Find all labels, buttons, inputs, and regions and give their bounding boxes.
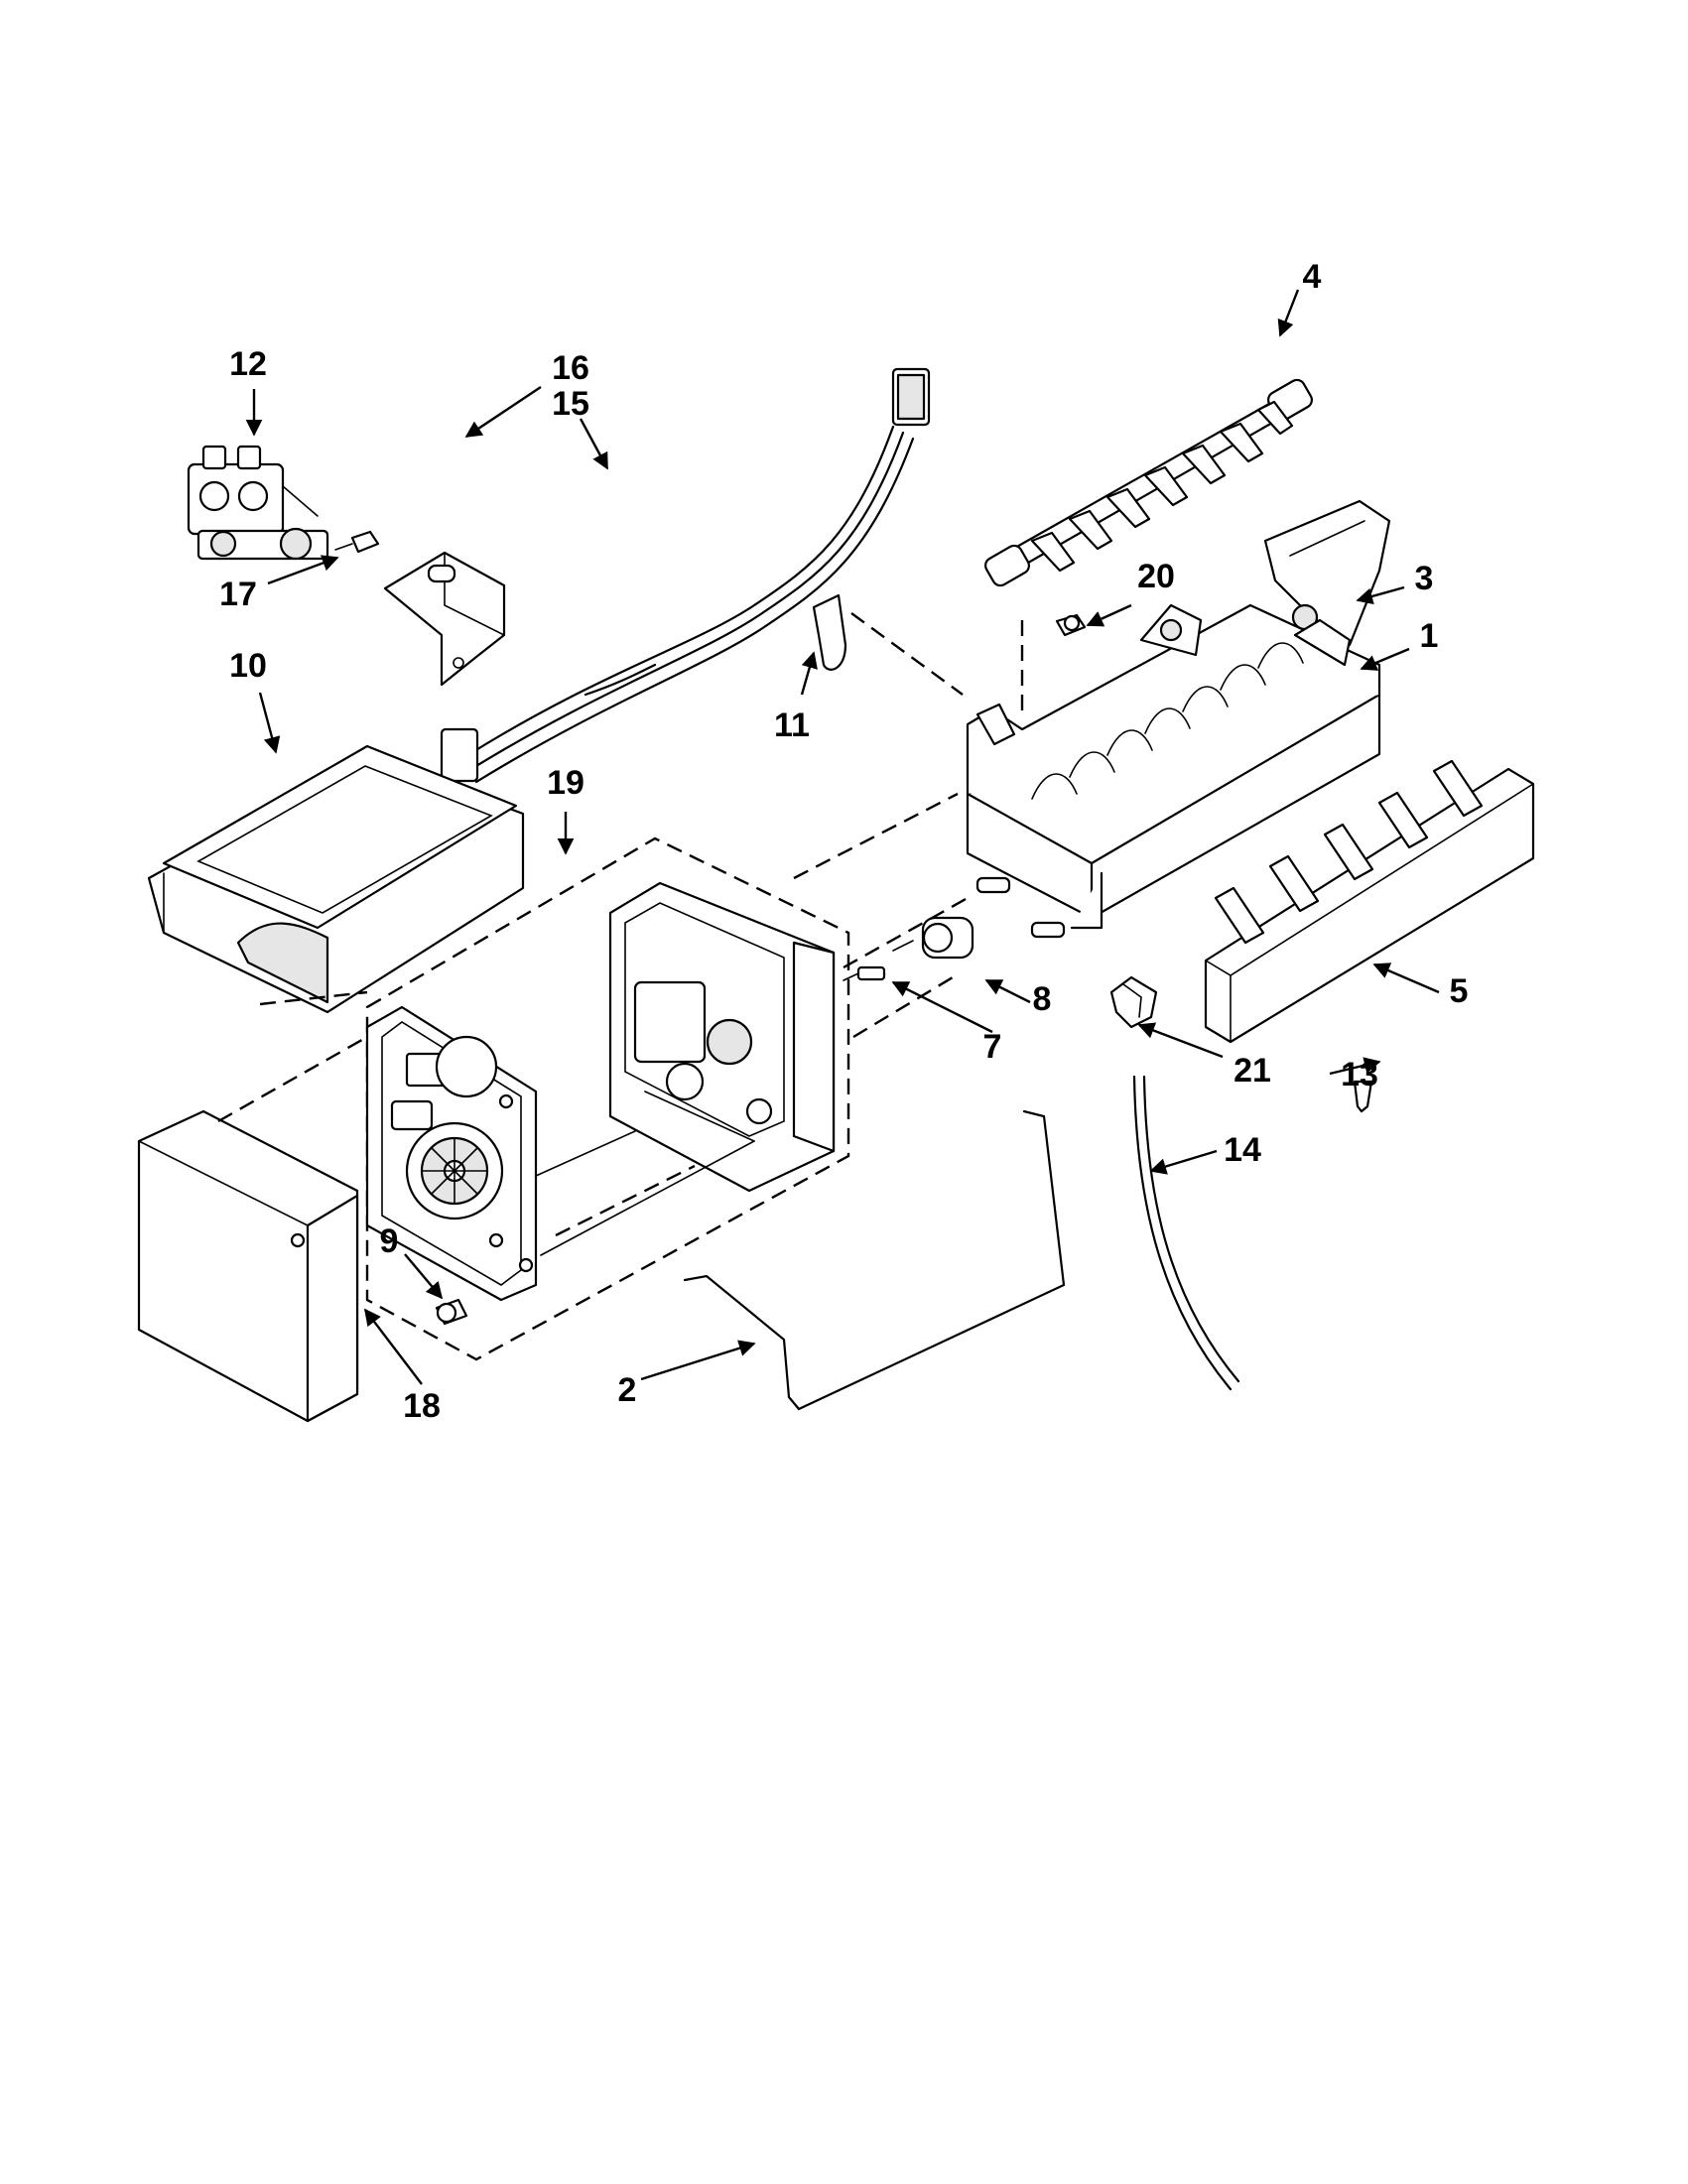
callout-7: 7 [983, 1028, 1002, 1066]
fuse-pin [843, 965, 886, 981]
callout-21: 21 [1234, 1052, 1271, 1090]
harness-clip [812, 593, 847, 671]
module-front-cover [137, 1109, 359, 1423]
leader-arrows [245, 289, 1440, 1385]
callout-11: 11 [774, 707, 810, 744]
wire-harness-bracket [383, 551, 506, 687]
mold-screw [1055, 613, 1087, 637]
ejector-shaft [984, 378, 1313, 587]
callout-16: 16 [552, 349, 589, 387]
alignment-lines [217, 612, 1024, 1237]
ice-bucket [147, 744, 525, 1014]
callout-labels: 1 2 3 4 5 7 8 9 10 11 12 13 14 15 16 17 … [219, 258, 1468, 1425]
callout-9: 9 [380, 1222, 399, 1260]
callout-20: 20 [1137, 558, 1175, 595]
ice-stripper [1204, 759, 1535, 1044]
mount-rod [540, 1140, 755, 1256]
fill-cup-plug [1353, 1080, 1373, 1113]
control-module-front [365, 1005, 538, 1302]
callout-5: 5 [1450, 972, 1469, 1010]
callout-18: 18 [403, 1387, 441, 1425]
mold-cover [1263, 499, 1391, 647]
terminal-pins [975, 876, 1066, 939]
callout-15: 15 [552, 385, 589, 423]
callout-8: 8 [1033, 980, 1052, 1018]
water-tube [1132, 1075, 1240, 1391]
shutoff-arm [683, 1109, 1066, 1411]
valve-screw [334, 530, 380, 554]
module-assembly-boundary [365, 836, 850, 1361]
ice-mold [966, 603, 1381, 930]
control-module-housing [608, 881, 836, 1193]
callout-13: 13 [1341, 1056, 1378, 1093]
callout-1: 1 [1420, 617, 1439, 655]
callout-4: 4 [1303, 258, 1322, 296]
callout-3: 3 [1415, 560, 1434, 597]
callout-14: 14 [1224, 1131, 1261, 1169]
callout-17: 17 [219, 576, 257, 613]
callout-19: 19 [547, 764, 584, 802]
drive-shaft [535, 1130, 636, 1177]
callout-10: 10 [229, 647, 267, 685]
wire-harness [440, 367, 931, 784]
callout-2: 2 [618, 1371, 637, 1409]
callout-12: 12 [229, 345, 267, 383]
heater-clip [1109, 975, 1158, 1029]
module-screw [435, 1298, 468, 1326]
thermostat [892, 916, 974, 960]
water-valve [187, 445, 329, 561]
